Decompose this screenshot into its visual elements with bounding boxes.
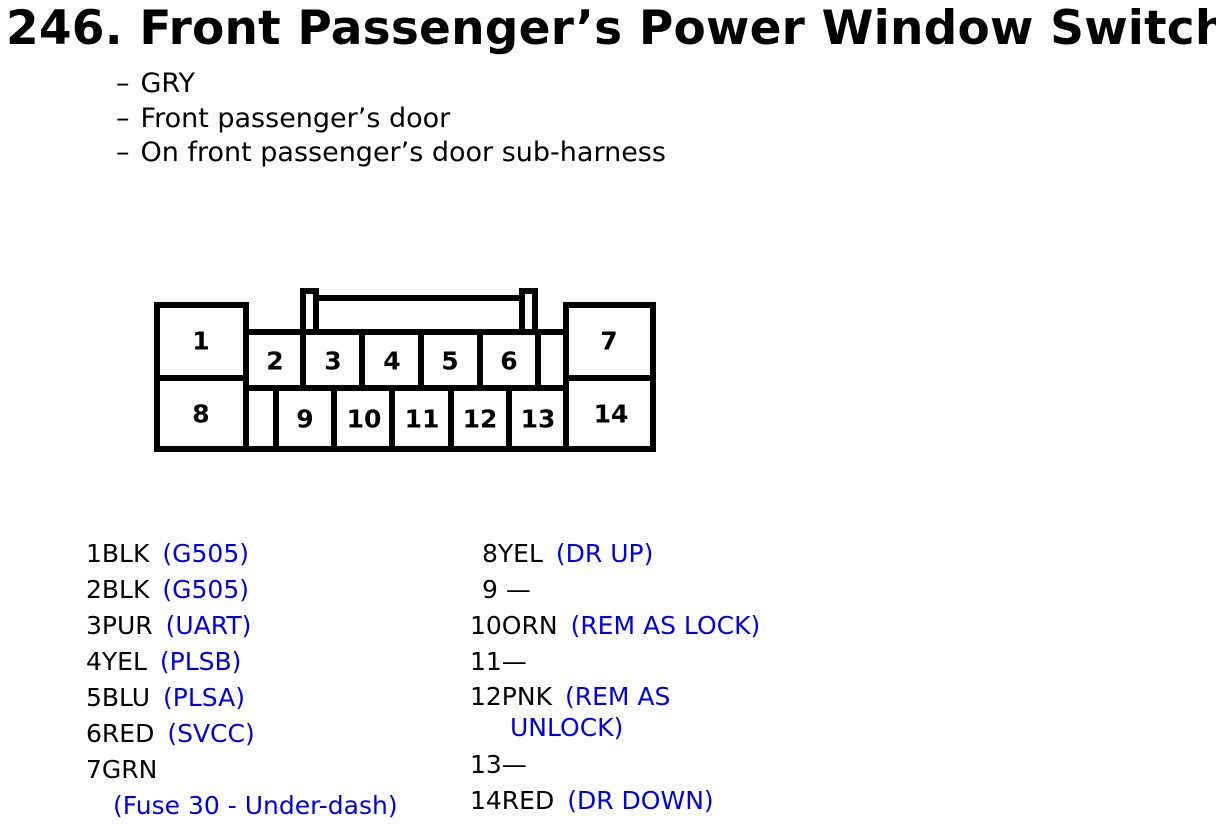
cell-13: 13: [521, 405, 556, 434]
detail-location: –Front passenger’s door: [116, 102, 451, 134]
pin-row: 14RED(DR DOWN): [470, 786, 714, 815]
page-title: 246. Front Passenger’s Power Window Swit…: [6, 1, 1216, 56]
connector-latch: [300, 288, 538, 332]
detail-harness: –On front passenger’s door sub-harness: [116, 137, 666, 168]
cell-14: 14: [594, 400, 629, 429]
cell-6: 6: [500, 347, 517, 376]
connector-diagram: 1 2 3 4 5 6 7 8 9 10 11 12 13 14: [154, 288, 656, 452]
cell-2: 2: [266, 347, 283, 376]
pin-row: 2BLK(G505): [86, 575, 249, 604]
pin-row: 12PNK(REM AS: [470, 682, 671, 711]
pin-row-continuation: UNLOCK): [510, 713, 624, 742]
cell-8: 8: [192, 400, 209, 429]
cell-12: 12: [463, 405, 498, 434]
cell-3: 3: [324, 347, 341, 376]
cell-7: 7: [600, 327, 617, 356]
pin-row: 13—: [470, 750, 527, 779]
pin-row: 8YEL(DR UP): [482, 539, 654, 568]
pin-row: 1BLK(G505): [86, 539, 249, 568]
pin-row: 5BLU(PLSA): [86, 683, 245, 712]
pin-list-left: 1BLK(G505) 2BLK(G505) 3PUR(UART) 4YEL(PL…: [86, 536, 398, 824]
cell-9: 9: [296, 405, 313, 434]
detail-color: –GRY: [116, 68, 195, 99]
pin-row: 4YEL(PLSB): [86, 647, 242, 676]
pin-row: 9 —: [482, 575, 531, 604]
pin-row: 3PUR(UART): [86, 611, 252, 640]
pin-row: 6RED(SVCC): [86, 719, 255, 748]
connector-details: –GRY –Front passenger’s door –On front p…: [116, 67, 666, 171]
pin-row: 10ORN(REM AS LOCK): [470, 611, 761, 640]
pin-list-right: 8YEL(DR UP) 9 — 10ORN(REM AS LOCK) 11— 1…: [470, 536, 760, 819]
cell-5: 5: [441, 347, 458, 376]
cell-10: 10: [347, 405, 382, 434]
cell-1: 1: [192, 327, 209, 356]
connector-outline: [154, 302, 656, 452]
pin-row-continuation: (Fuse 30 - Under-dash): [113, 791, 398, 820]
cell-11: 11: [405, 405, 440, 434]
pin-row: 11—: [470, 647, 527, 676]
cell-4: 4: [383, 347, 400, 376]
pin-row: 7GRN: [86, 755, 158, 784]
